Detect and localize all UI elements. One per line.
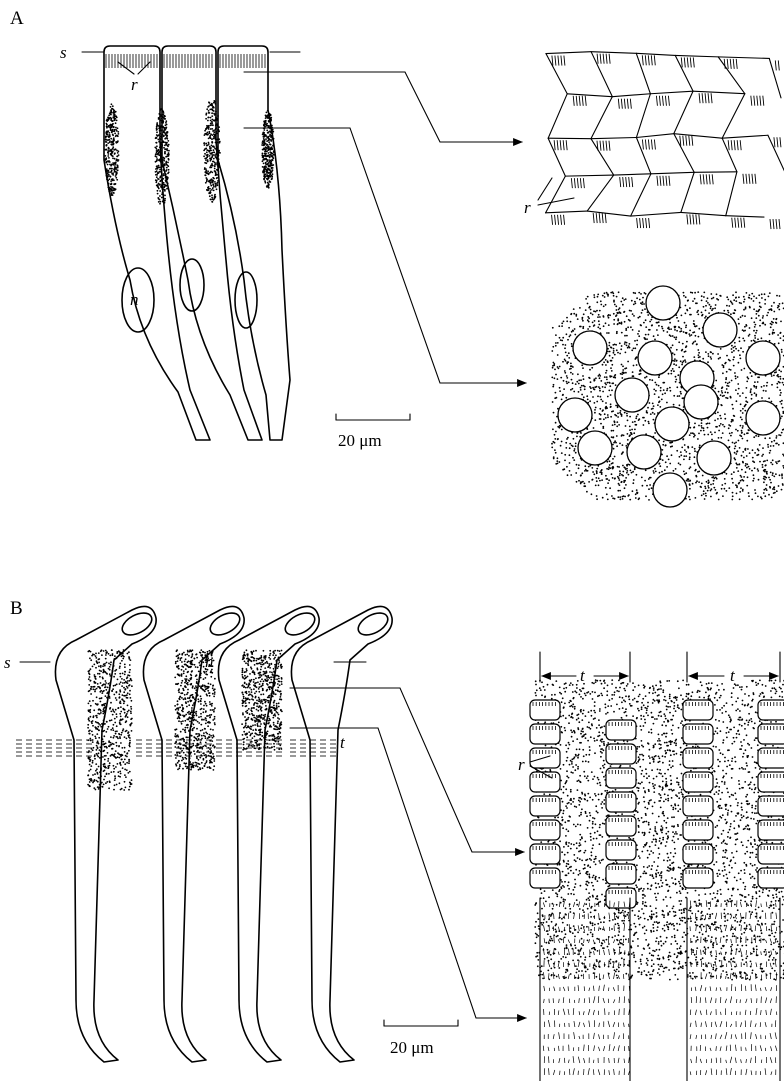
granule-vesicle <box>746 401 780 435</box>
panel-b-cell <box>55 606 156 1062</box>
panel-a-cross-section-rootlet-label: r <box>524 198 531 217</box>
granule-vesicle <box>646 286 680 320</box>
panel-a-scale-label: 20 μm <box>338 431 382 450</box>
panel-b-nucleus <box>355 609 392 640</box>
panel-b-granules <box>87 649 283 791</box>
panel-a: A s r n 20 μm r <box>10 8 784 507</box>
panel-b-cell <box>218 606 319 1062</box>
panel-a-label: A <box>10 8 24 29</box>
panel-b-cross-section-rootlet-label: r <box>518 755 525 774</box>
granule-vesicle <box>697 441 731 475</box>
panel-b-surface-label: s <box>4 653 11 672</box>
panel-b-width-label: t <box>580 666 586 685</box>
panel-a-arrow-to-rootlet-section <box>244 72 522 142</box>
panel-a-rootlet-cross-section <box>546 52 784 229</box>
panel-b-nucleus <box>119 609 156 640</box>
panel-a-arrow-to-granule-section <box>244 128 526 383</box>
granule-vesicle <box>746 341 780 375</box>
panel-b-width-label: t <box>730 666 736 685</box>
granule-vesicle <box>684 385 718 419</box>
panel-b: B s t n 20 μm t t <box>4 598 784 1081</box>
granule-vesicle <box>578 431 612 465</box>
panel-b-cell <box>291 606 392 1062</box>
panel-b-nucleus <box>282 609 319 640</box>
panel-a-granule-cross-section <box>551 286 784 507</box>
panel-b-scale-label: 20 μm <box>390 1038 434 1057</box>
panel-a-rootlet-label: r <box>131 75 138 94</box>
granule-vesicle <box>627 435 661 469</box>
granule-vesicle <box>573 331 607 365</box>
granule-vesicle <box>615 378 649 412</box>
panel-a-cells <box>104 46 290 440</box>
panel-a-cell <box>218 46 290 440</box>
panel-b-cell <box>143 606 244 1062</box>
granule-vesicle <box>655 407 689 441</box>
panel-b-longitudinal-section <box>530 679 784 1081</box>
panel-a-granules <box>105 100 275 205</box>
panel-a-rootlet-pointer <box>118 62 134 74</box>
panel-b-nucleus <box>207 609 244 640</box>
granule-vesicle <box>703 313 737 347</box>
panel-b-arrow-to-filament-column <box>290 728 526 1018</box>
panel-a-surface-label: s <box>60 43 67 62</box>
panel-b-cells <box>55 606 392 1062</box>
panel-b-label: B <box>10 598 23 619</box>
panel-b-tonofilament-label: t <box>340 733 346 752</box>
granule-vesicle <box>638 341 672 375</box>
panel-b-width-markers <box>540 652 780 682</box>
granule-vesicle <box>653 473 687 507</box>
panel-a-nucleus-label: n <box>130 290 139 309</box>
panel-a-cross-rootlet-pointer <box>538 178 552 200</box>
panel-a-rootlet-hatching <box>106 54 265 68</box>
granule-vesicle <box>558 398 592 432</box>
panel-b-nucleus-label: n <box>205 652 214 671</box>
panel-a-cross-rootlet-pointer <box>538 198 574 205</box>
panel-a-cell <box>104 46 210 440</box>
panel-b-arrow-to-rootlet-column <box>290 688 524 852</box>
